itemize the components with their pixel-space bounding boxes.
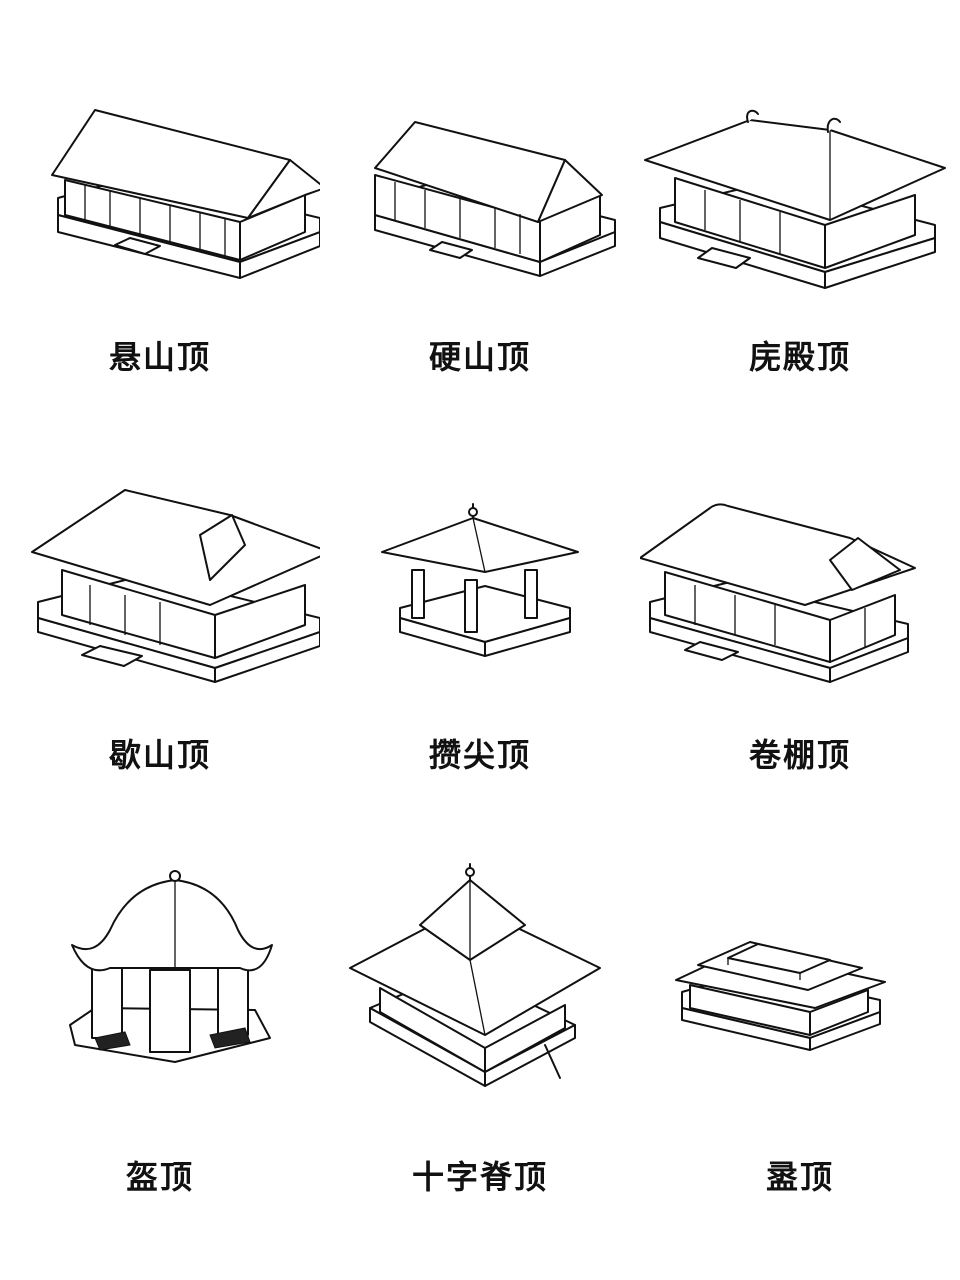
roof-label: 攒尖顶: [428, 736, 531, 774]
flush-gable-roof-drawing: [374, 121, 616, 277]
roof-cell-hip-and-gable: 歇山顶: [0, 420, 320, 840]
roof-label: 十字脊顶: [411, 1158, 548, 1196]
roof-label: 盔顶: [125, 1158, 194, 1196]
helmet-roof-drawing: [69, 870, 273, 1063]
roof-cell-cross-ridge: 十字脊顶: [320, 840, 640, 1260]
roof-label: 卷棚顶: [748, 736, 851, 774]
flat-top-roof-drawing: [675, 941, 886, 1051]
roof-label: 盝顶: [765, 1158, 834, 1196]
roof-label: 歇山顶: [108, 736, 211, 774]
roof-cell-hip: 庑殿顶: [640, 0, 960, 420]
pyramidal-roof-drawing: [381, 503, 579, 657]
roof-cell-round-ridge: 卷棚顶: [640, 420, 960, 840]
cross-ridge-roof-drawing: [349, 863, 601, 1087]
roof-label: 悬山顶: [108, 338, 211, 376]
overhanging-gable-roof-drawing: [51, 109, 320, 279]
roof-cell-pyramidal: 攒尖顶: [320, 420, 640, 840]
roof-cell-overhanging-gable: 悬山顶: [0, 0, 320, 420]
hip-roof-drawing: [644, 109, 946, 289]
round-ridge-roof-drawing: [640, 503, 916, 683]
roof-cell-flat-top: 盝顶: [640, 840, 960, 1260]
hip-and-gable-roof-drawing: [31, 489, 320, 683]
roof-label: 硬山顶: [428, 338, 531, 376]
roof-label: 庑殿顶: [748, 338, 851, 376]
roof-cell-helmet: 盔顶: [0, 840, 320, 1260]
roof-cell-flush-gable: 硬山顶: [320, 0, 640, 420]
